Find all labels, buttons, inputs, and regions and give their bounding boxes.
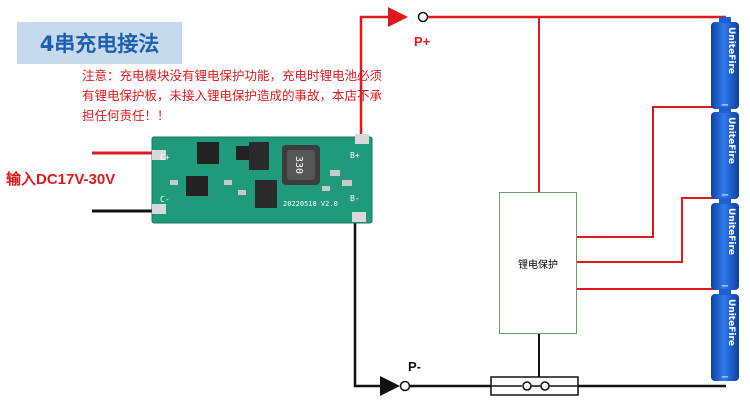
b-minus-wire (353, 222, 400, 396)
bms-b2-wire (577, 197, 726, 263)
switch-symbol (490, 376, 579, 396)
p-plus-terminal (417, 11, 429, 23)
svg-text:C+: C+ (160, 153, 170, 162)
battery-cell-3: UniteFire − (711, 198, 739, 292)
svg-text:20220518 V2.0: 20220518 V2.0 (283, 200, 338, 208)
p-minus-terminal (399, 380, 411, 392)
svg-text:UniteFire: UniteFire (726, 117, 736, 164)
svg-text:B+: B+ (350, 151, 360, 160)
p-minus-label: P- (408, 359, 421, 374)
page-title: 4串充电接法 (39, 32, 160, 56)
input-voltage-label: 输入DC17V-30V (6, 171, 116, 188)
svg-text:B-: B- (350, 194, 360, 203)
svg-text:UniteFire: UniteFire (726, 208, 736, 255)
svg-text:C-: C- (160, 195, 170, 204)
p-plus-label: P+ (414, 34, 431, 49)
svg-text:−: − (721, 281, 729, 292)
charger-module: C+ C- B+ B- 330 20220518 V2.0 (151, 134, 373, 224)
svg-text:−: − (721, 100, 729, 111)
protection-board: 锂电保护 (499, 192, 577, 334)
svg-text:−: − (721, 190, 729, 201)
svg-text:330: 330 (293, 156, 304, 174)
svg-text:UniteFire: UniteFire (726, 299, 736, 346)
bms-b3-wire (577, 106, 726, 238)
b-plus-wire (359, 7, 408, 140)
svg-text:UniteFire: UniteFire (726, 27, 736, 74)
battery-cell-1: UniteFire − (711, 17, 739, 111)
warning-note: 注意：充电模块没有锂电保护功能，充电时锂电池必须有锂电保护板，未接入锂电保护造成… (82, 68, 383, 123)
battery-cell-2: UniteFire − (711, 107, 739, 201)
protection-board-label: 锂电保护 (518, 259, 558, 271)
svg-text:−: − (721, 372, 729, 383)
battery-cell-4: UniteFire − (711, 289, 739, 383)
title-box: 4串充电接法 (17, 22, 182, 64)
